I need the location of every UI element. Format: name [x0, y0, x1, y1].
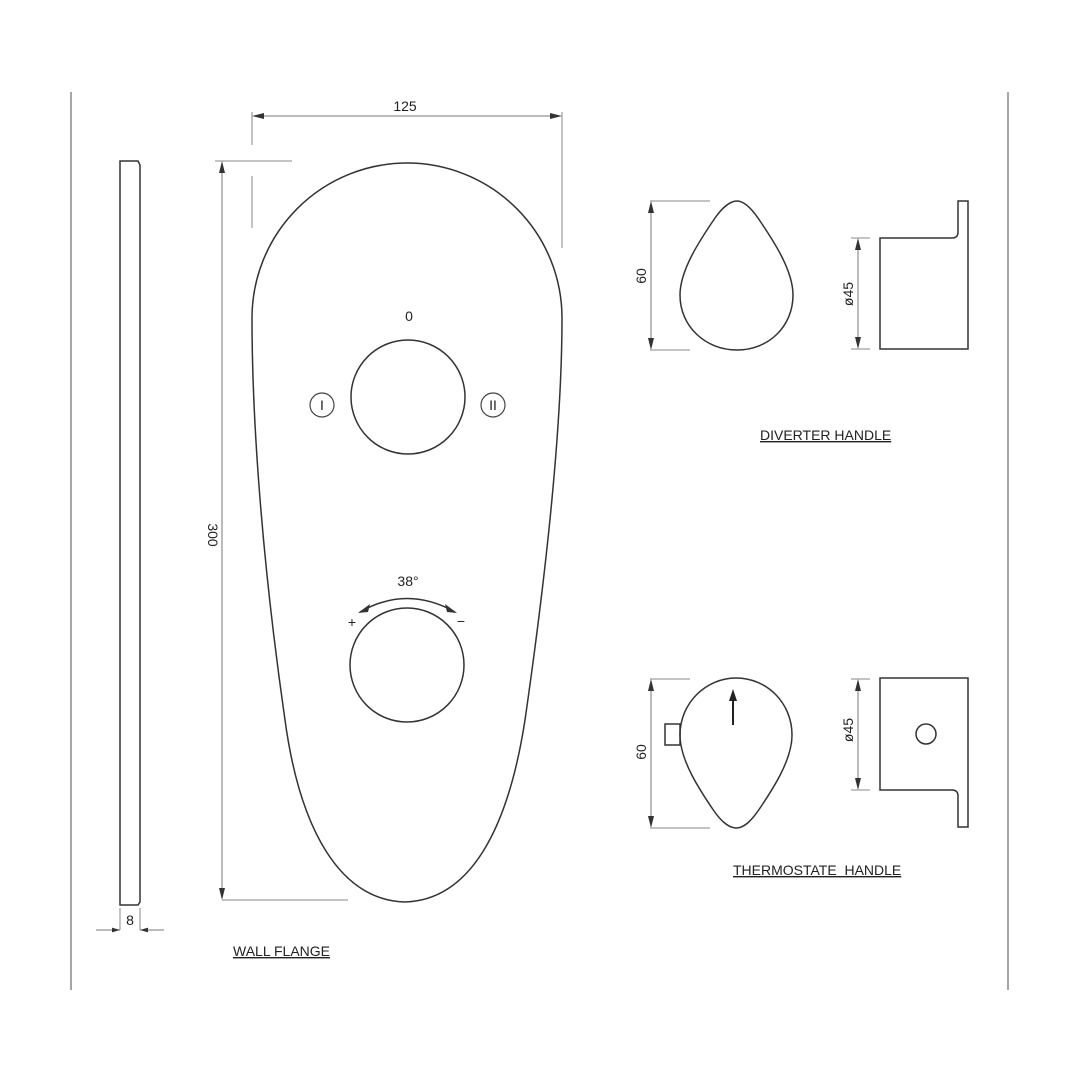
height-dimension: 300	[205, 160, 348, 901]
position-I-marker	[309, 392, 335, 418]
diverter-handle-side-view: ø45	[840, 200, 969, 350]
minus-label: −	[457, 613, 465, 629]
height-dim-label: 300	[205, 523, 221, 547]
handle-lug	[664, 723, 681, 746]
diverter-diameter-dim: ø45	[840, 282, 856, 306]
thermostate-handle-side-view: ø45	[840, 677, 969, 828]
diverter-knob-position: 0 I II	[309, 308, 506, 455]
thermostate-height-dim: 60	[633, 744, 649, 760]
thermostate-handle-front-view: 60	[633, 677, 793, 829]
width-dimension: 125	[251, 98, 563, 248]
thermostate-diameter-dim: ø45	[840, 718, 856, 742]
svg-text:II: II	[489, 397, 497, 413]
screw-hole	[915, 723, 937, 745]
thickness-dim-label: 8	[126, 912, 134, 928]
wall-flange-label: WALL FLANGE	[233, 943, 330, 959]
diverter-handle-label: DIVERTER HANDLE	[760, 427, 891, 443]
wall-flange-outline	[251, 162, 563, 903]
position-0-label: 0	[405, 308, 413, 324]
svg-text:I: I	[320, 397, 324, 413]
diverter-height-dim: 60	[633, 268, 649, 284]
width-dim-label: 125	[393, 98, 417, 114]
thermostat-knob-position: 38° + −	[348, 573, 465, 723]
plus-label: +	[348, 614, 356, 630]
rotation-angle-label: 38°	[397, 573, 418, 589]
diverter-handle-front-view: 60	[633, 200, 794, 351]
thermostate-handle-label: THERMOSTATE HANDLE	[733, 862, 901, 878]
flange-side-profile: 8	[96, 160, 164, 933]
position-II-marker	[480, 392, 506, 418]
